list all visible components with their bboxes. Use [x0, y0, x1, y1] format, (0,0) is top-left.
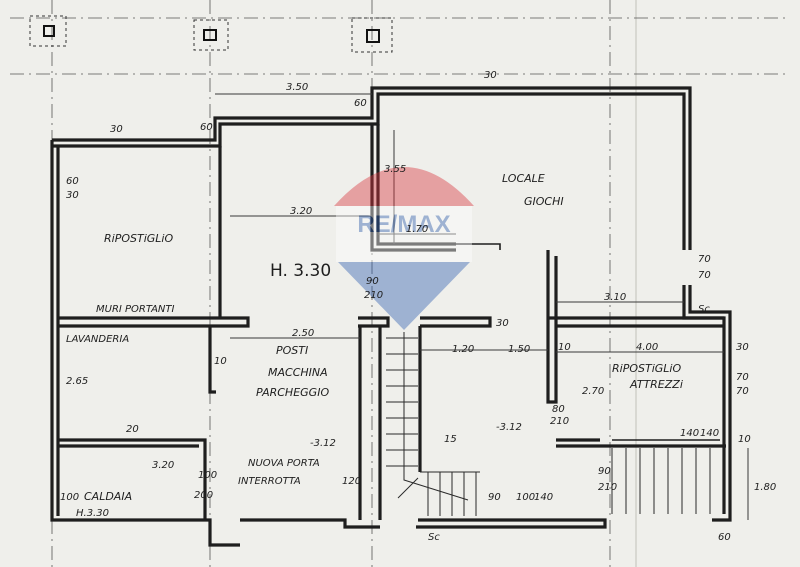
staircase — [386, 332, 480, 516]
dim-label: 1.70 — [406, 224, 428, 235]
dim-label: 210 — [598, 482, 617, 493]
dim-label: 30 — [484, 70, 497, 81]
dim-label: 1.80 — [754, 482, 776, 493]
dim-label: 10 — [558, 342, 571, 353]
dim-label: 10 — [214, 356, 227, 367]
dim-label: 1.50 — [508, 344, 530, 355]
label-locale: LOCALE — [502, 172, 545, 185]
dim-label: 2.70 — [582, 386, 604, 397]
dim-label: 30 — [66, 190, 79, 201]
hatched-area — [611, 448, 711, 514]
label-giochi: GIOCHI — [524, 195, 564, 208]
label-lavanderia: LAVANDERIA — [66, 334, 129, 345]
dim-label: 30 — [736, 342, 749, 353]
watermark-text: RE/MAX — [357, 211, 450, 238]
dim-label: 200 — [194, 490, 213, 501]
label-muri-portanti: MURI PORTANTI — [96, 304, 174, 315]
dim-label: 100 — [516, 492, 535, 503]
dim-label: 90 — [488, 492, 501, 503]
label-ripostiglio-left: RiPOSTiGLiO — [104, 232, 173, 245]
dim-label: 140 — [534, 492, 553, 503]
dim-label: 100 — [60, 492, 79, 503]
pillar-markers — [29, 15, 393, 53]
dim-label: 20 — [126, 424, 139, 435]
remax-watermark: RE/MAX — [334, 167, 474, 330]
dim-label: 70 — [736, 372, 749, 383]
label-caldaia: CALDAIA — [84, 490, 132, 503]
dim-label: 140 — [700, 428, 719, 439]
dim-label: 30 — [496, 318, 509, 329]
label-attrezzi: ATTREZZi — [629, 378, 683, 391]
dim-label: 3.55 — [384, 164, 406, 175]
dim-label: 60 — [354, 98, 367, 109]
label-level-right: -3.12 — [496, 422, 522, 433]
dim-label: 4.00 — [636, 342, 658, 353]
dim-label: 100 — [198, 470, 217, 481]
label-parcheggio: PARCHEGGIO — [256, 386, 329, 399]
dim-label: 210 — [550, 416, 569, 427]
dim-label: 1.20 — [452, 344, 474, 355]
dim-label: 3.50 — [286, 82, 308, 93]
dim-label: 70 — [698, 254, 711, 265]
dim-label: 90 — [598, 466, 611, 477]
dimension-lines — [215, 93, 749, 520]
dim-label: 30 — [110, 124, 123, 135]
label-height-main: H. 3.30 — [270, 261, 331, 281]
room-labels: LOCALE GIOCHI RiPOSTiGLiO MURI PORTANTI … — [66, 172, 683, 519]
dim-label: 3.20 — [290, 206, 312, 217]
dim-label: Sc — [698, 304, 710, 315]
label-porta-1: NUOVA PORTA — [248, 458, 320, 469]
dim-label: 2.50 — [292, 328, 314, 339]
dim-label: 10 — [738, 434, 751, 445]
dim-label: 70 — [736, 386, 749, 397]
dim-label: 3.20 — [152, 460, 174, 471]
dimension-labels: 3.50 30 60 60 30 3.55 60 30 3.20 1.70 90… — [60, 70, 776, 543]
dim-label: 70 — [698, 270, 711, 281]
dim-label: 60 — [66, 176, 79, 187]
dim-label: 2.65 — [66, 376, 88, 387]
label-macchina: MACCHINA — [268, 366, 328, 379]
dim-label: 60 — [718, 532, 731, 543]
dim-label: 90 — [366, 276, 379, 287]
label-level-left: -3.12 — [310, 438, 336, 449]
label-porta-2: INTERROTTA — [238, 476, 301, 487]
dim-label: 60 — [200, 122, 213, 133]
label-porta-width: 120 — [342, 476, 361, 487]
interior-walls — [58, 124, 726, 520]
dim-label: 140 — [680, 428, 699, 439]
dim-label: 3.10 — [604, 292, 626, 303]
dim-label: 210 — [364, 290, 383, 301]
dim-label: 80 — [552, 404, 565, 415]
dim-label: Sc — [428, 532, 440, 543]
label-stair-number: 15 — [444, 434, 457, 445]
label-posti: POSTI — [276, 344, 308, 357]
label-ripostiglio-right: RiPOSTiGLiO — [612, 362, 681, 375]
label-caldaia-height: H.3.30 — [76, 508, 109, 519]
